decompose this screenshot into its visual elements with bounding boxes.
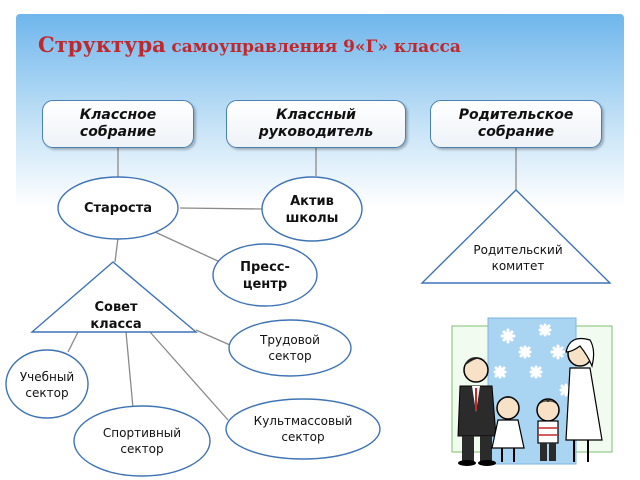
class-meeting-label: Классное собрание <box>79 107 157 140</box>
starosta-label: Староста <box>83 200 153 216</box>
class-council-node: Совет класса <box>78 296 154 336</box>
sport-sector-label: Спортивный сектор <box>102 426 182 456</box>
starosta-node: Староста <box>78 188 158 228</box>
sport-sector-node: Спортивный сектор <box>98 422 186 460</box>
father-figure <box>457 357 497 466</box>
parent-committee-triangle <box>420 189 612 284</box>
press-center-node: Пресс-центр <box>228 256 302 296</box>
starosta-ellipse <box>57 176 179 240</box>
study-sector-label: Учебный сектор <box>19 370 75 400</box>
labor-sector-ellipse <box>228 319 352 377</box>
connector-lines <box>67 148 517 421</box>
school-activists-node: Актив школы <box>274 190 350 230</box>
press-center-label: Пресс-центр <box>240 260 290 292</box>
class-teacher-label: Классный руководитель <box>258 107 374 140</box>
culture-sector-ellipse <box>225 398 381 460</box>
parent-committee-label: Родительский комитет <box>473 243 563 273</box>
class-meeting-box: Классное собрание <box>42 100 194 148</box>
mother-figure <box>565 337 603 462</box>
school-activists-label: Актив школы <box>285 194 339 226</box>
class-council-triangle <box>30 261 198 333</box>
press-center-ellipse <box>212 243 318 307</box>
culture-sector-label: Культмассовый сектор <box>253 414 353 444</box>
parent-meeting-box: Родительское собрание <box>430 100 602 148</box>
sport-sector-ellipse <box>73 405 211 477</box>
school-activists-ellipse <box>261 176 363 242</box>
parent-meeting-label: Родительское собрание <box>458 107 574 140</box>
class-council-label: Совет класса <box>90 300 142 332</box>
culture-sector-node: Культмассовый сектор <box>246 410 360 448</box>
parent-committee-node: Родительский комитет <box>473 240 563 276</box>
page-title: Структура самоуправления 9«Г» класса <box>38 32 461 57</box>
title-part2: самоуправления 9«Г» класса <box>171 37 461 57</box>
labor-sector-label: Трудовой сектор <box>260 333 320 363</box>
family-illustration <box>451 317 613 466</box>
title-part1: Структура <box>38 32 166 57</box>
study-sector-ellipse <box>5 349 89 419</box>
class-teacher-box: Классный руководитель <box>226 100 406 148</box>
labor-sector-node: Трудовой сектор <box>250 330 330 366</box>
boy-figure <box>536 398 560 461</box>
study-sector-node: Учебный сектор <box>17 360 77 410</box>
girl-figure <box>491 396 525 462</box>
